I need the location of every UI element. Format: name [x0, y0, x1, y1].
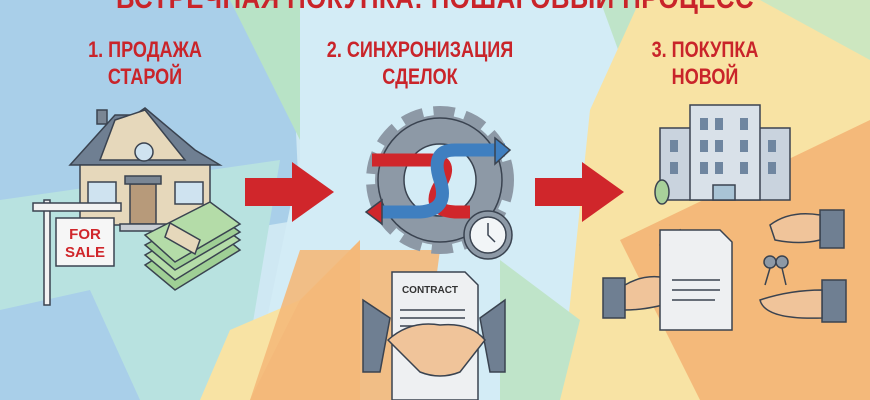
step-1-label: 1. ПРОДАЖА СТАРОЙ	[38, 36, 251, 90]
step-3-line1: 3. ПОКУПКА	[651, 37, 759, 62]
handshake-icon	[362, 298, 506, 377]
hand-with-keys-icon	[763, 209, 845, 286]
clock-icon	[463, 210, 513, 260]
money-stack-icon	[143, 201, 242, 291]
apartment-building-icon	[654, 104, 791, 205]
step-3-label: 3. ПОКУПКА НОВОЙ	[598, 36, 811, 90]
arrow-right-icon	[535, 162, 624, 222]
for-sale-sign	[32, 199, 122, 306]
page-title: ВСТРЕЧНАЯ ПОКУПКА: ПОШАГОВЫЙ ПРОЦЕСС	[61, 0, 809, 16]
contract-label: CONTRACT	[402, 285, 458, 296]
document-icon	[659, 229, 733, 331]
open-hand-icon	[759, 279, 847, 323]
sign-text-line2: SALE	[65, 244, 105, 261]
step-2-line1: 2. СИНХРОНИЗАЦИЯ	[326, 37, 514, 62]
step-2-label: 2. СИНХРОНИЗАЦИЯ СДЕЛОК	[313, 36, 526, 90]
arrow-right-icon	[245, 162, 334, 222]
step-3-line2: НОВОЙ	[671, 64, 739, 89]
step-1-line2: СТАРОЙ	[107, 64, 183, 89]
step-2-line2: СДЕЛОК	[382, 64, 458, 89]
sign-text-line1: FOR	[69, 226, 101, 243]
step-1-line1: 1. ПРОДАЖА	[88, 37, 202, 62]
gear-sync-icon	[364, 106, 514, 254]
